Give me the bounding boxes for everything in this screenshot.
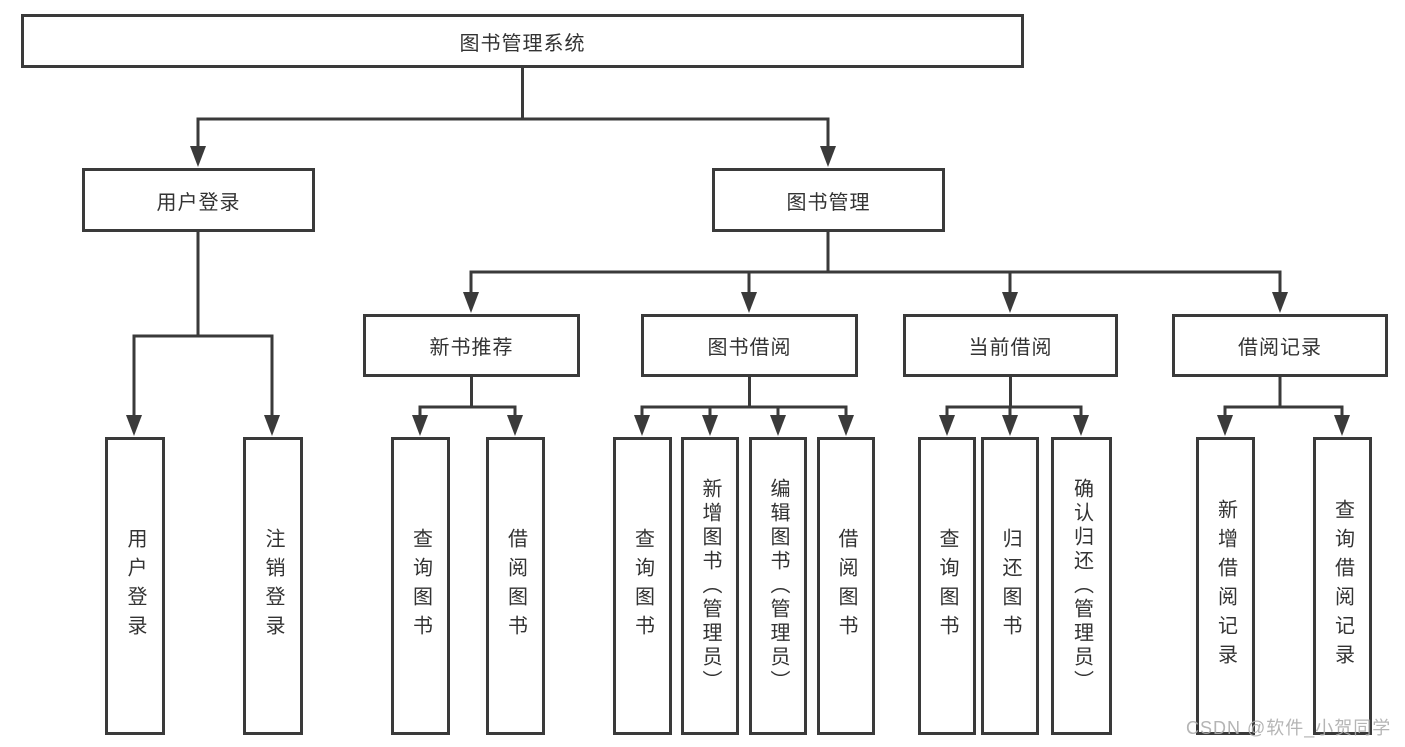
leaf-confirm-return-admin-label: 确认归还（管理员） (1070, 478, 1093, 694)
edge-current-borrow-to-leaves (939, 377, 1089, 436)
leaf-return-book-label: 归还图书 (999, 528, 1021, 644)
leaf-borrow-books-2-label: 借阅图书 (835, 528, 857, 644)
leaf-return-book: 归还图书 (981, 437, 1039, 735)
leaf-query-books-borrow-label: 查询图书 (631, 528, 654, 644)
node-book-management: 图书管理 (712, 168, 945, 232)
leaf-add-borrow-record-label: 新增借阅记录 (1214, 499, 1237, 673)
node-borrow-records: 借阅记录 (1172, 314, 1388, 377)
edge-new-book-recommend-to-leaves (412, 377, 523, 436)
leaf-confirm-return-admin: 确认归还（管理员） (1051, 437, 1112, 735)
node-borrow-records-label: 借阅记录 (1238, 337, 1322, 359)
leaf-edit-book-admin: 编辑图书（管理员） (749, 437, 807, 735)
node-book-borrow: 图书借阅 (641, 314, 858, 377)
node-root: 图书管理系统 (21, 14, 1024, 68)
node-new-book-recommend: 新书推荐 (363, 314, 580, 377)
node-new-book-recommend-label: 新书推荐 (429, 337, 514, 359)
leaf-query-books-recommend-label: 查询图书 (409, 528, 432, 644)
leaf-edit-book-admin-label: 编辑图书（管理员） (767, 478, 789, 694)
leaf-query-books-current-label: 查询图书 (936, 528, 958, 644)
node-book-borrow-label: 图书借阅 (707, 337, 792, 359)
node-user-login: 用户登录 (82, 168, 315, 232)
leaf-add-book-admin: 新增图书（管理员） (681, 437, 739, 735)
edge-user-login-to-leaves (126, 232, 280, 436)
node-root-label: 图书管理系统 (459, 32, 586, 55)
leaf-query-borrow-record: 查询借阅记录 (1313, 437, 1372, 735)
leaf-add-borrow-record: 新增借阅记录 (1196, 437, 1255, 735)
leaf-borrow-books-2: 借阅图书 (817, 437, 875, 735)
node-book-management-label: 图书管理 (786, 191, 871, 214)
node-user-login-label: 用户登录 (156, 191, 241, 214)
leaf-add-book-admin-label: 新增图书（管理员） (699, 478, 721, 694)
edge-root-to-level2 (190, 68, 836, 167)
leaf-user-login: 用户登录 (105, 437, 165, 735)
leaf-borrow-books-recommend: 借阅图书 (486, 437, 545, 735)
csdn-watermark: CSDN @软件_小贺同学 (1186, 718, 1392, 738)
edge-borrow-records-to-leaves (1217, 377, 1350, 436)
leaf-user-login-label: 用户登录 (124, 528, 146, 644)
edge-book-management-to-level3 (463, 232, 1288, 313)
node-current-borrow-label: 当前借阅 (968, 337, 1053, 359)
node-current-borrow: 当前借阅 (903, 314, 1118, 377)
leaf-borrow-books-recommend-label: 借阅图书 (504, 528, 527, 644)
leaf-query-books-borrow: 查询图书 (613, 437, 672, 735)
leaf-logout: 注销登录 (243, 437, 303, 735)
edge-book-borrow-to-leaves (634, 377, 854, 436)
leaf-query-books-current: 查询图书 (918, 437, 976, 735)
leaf-query-borrow-record-label: 查询借阅记录 (1331, 499, 1354, 673)
leaf-query-books-recommend: 查询图书 (391, 437, 450, 735)
leaf-logout-label: 注销登录 (262, 528, 284, 644)
